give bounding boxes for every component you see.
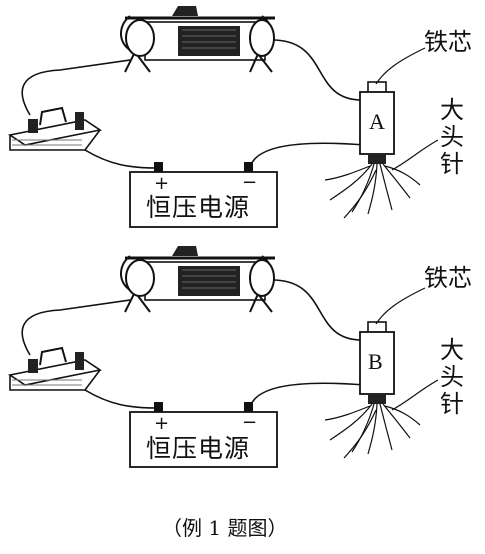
top-plus-sign: +: [154, 173, 170, 194]
bottom-pins-label-2: 头: [440, 363, 464, 391]
top-pins-label-2: 头: [440, 123, 464, 151]
bottom-minus-sign: −: [242, 412, 258, 433]
top-pins-label-1: 大: [440, 96, 464, 124]
top-pins-label-3: 针: [440, 150, 464, 178]
top-electromagnet-letter: A: [369, 109, 385, 134]
top-power-supply-label: 恒压电源: [146, 193, 251, 222]
bottom-pins-label-3: 针: [440, 390, 464, 418]
bottom-power-supply-label: 恒压电源: [146, 434, 251, 463]
bottom-electromagnet-letter: B: [368, 349, 383, 374]
bottom-pins-label-1: 大: [440, 336, 464, 364]
bottom-plus-sign: +: [154, 413, 170, 434]
top-core-label: 铁芯: [424, 28, 472, 56]
bottom-core-label: 铁芯: [424, 264, 472, 292]
top-minus-sign: −: [242, 172, 258, 193]
figure-caption: （例 1 题图）: [162, 516, 288, 540]
